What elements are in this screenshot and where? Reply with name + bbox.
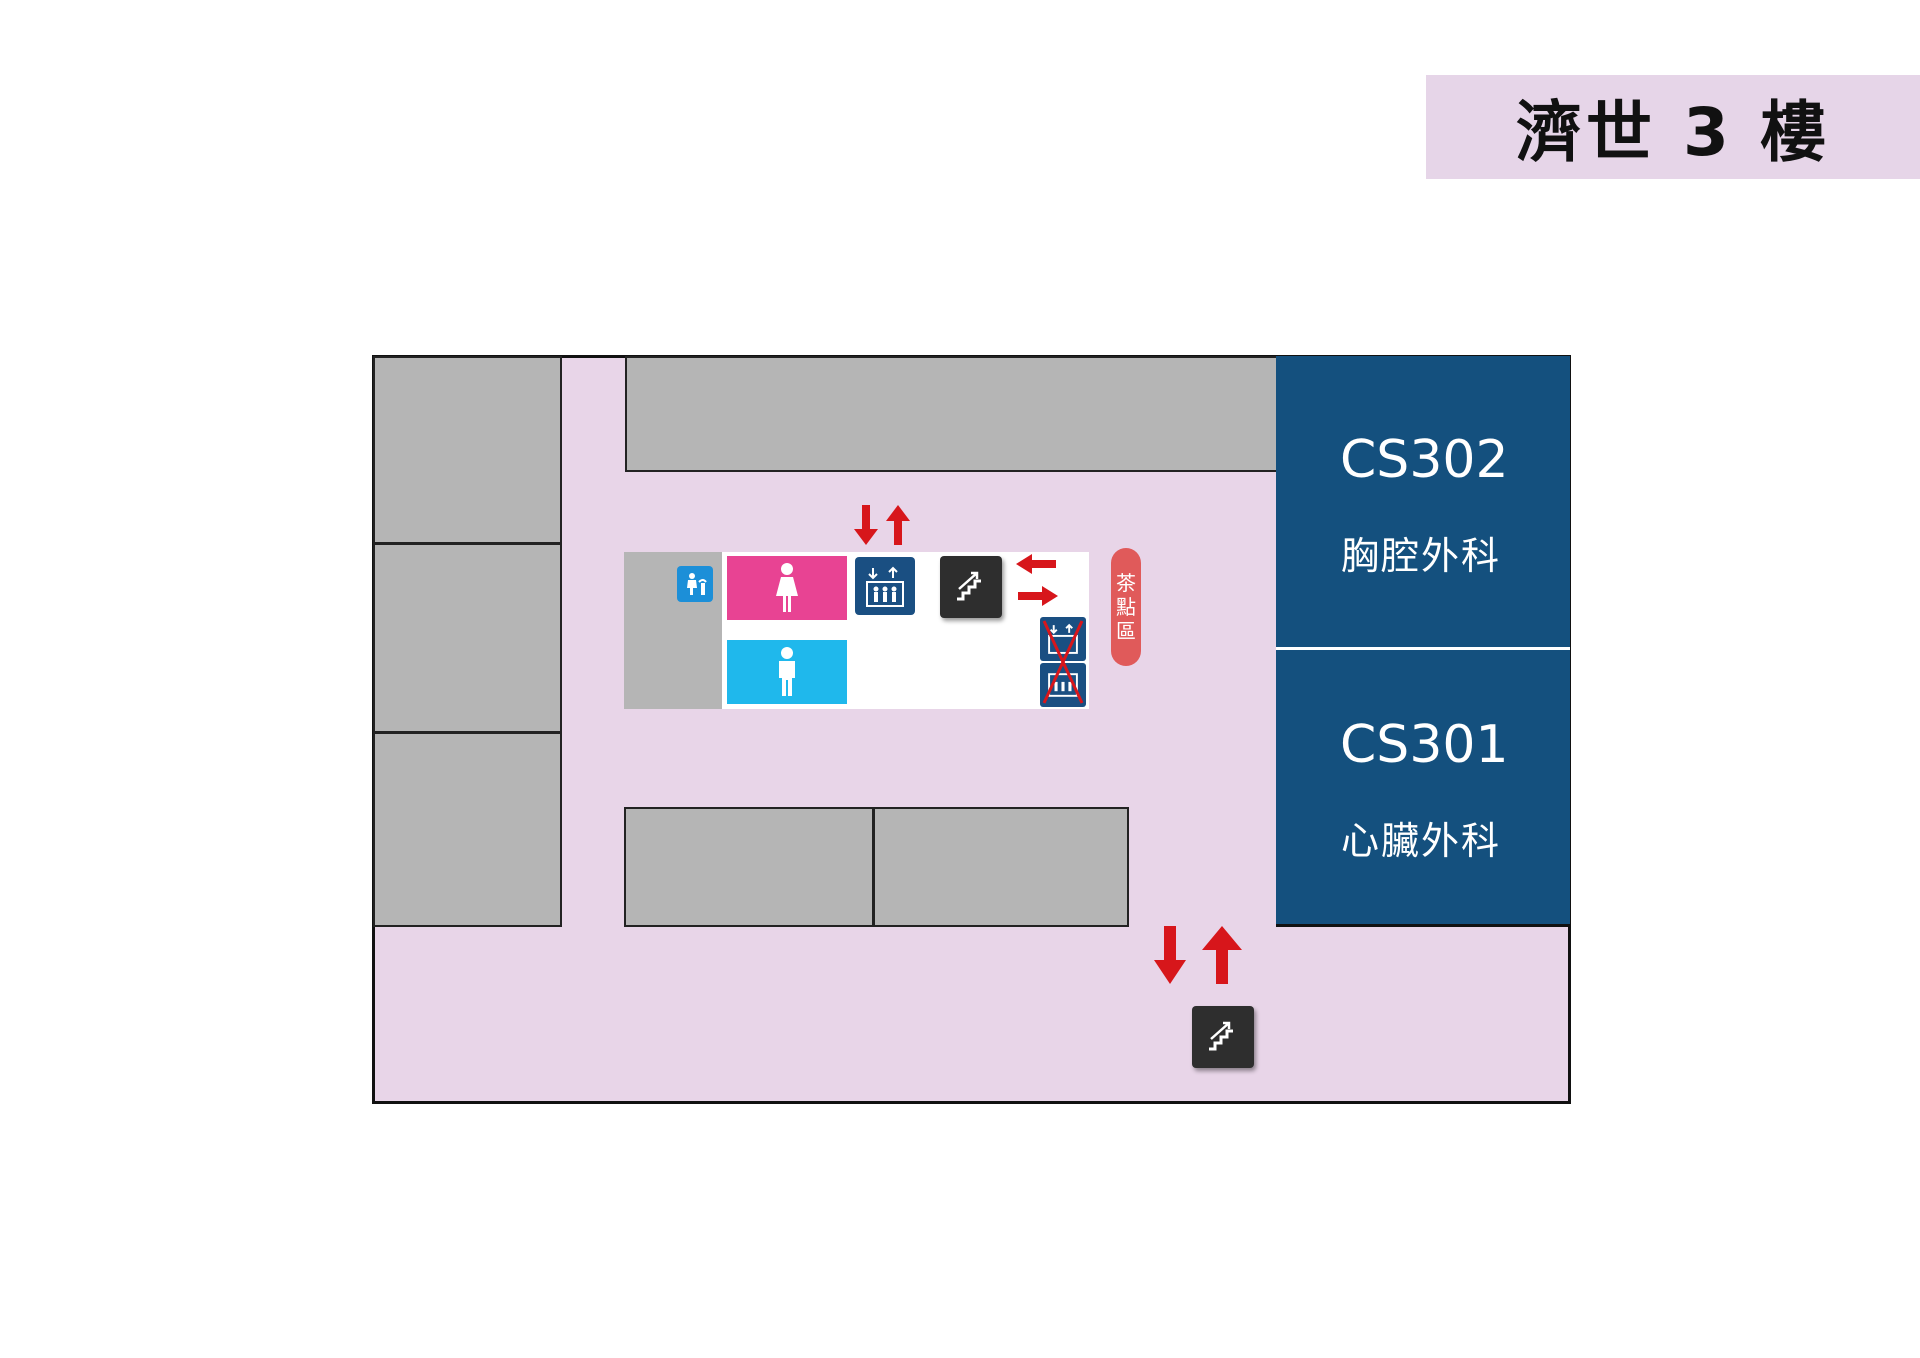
dept-code-cs302: CS302 <box>1340 430 1509 490</box>
dept-room-cs302 <box>1276 356 1570 649</box>
elevator-direction-arrows-icon <box>854 505 910 545</box>
floor-title-banner: 濟世 3 樓 <box>1426 75 1920 179</box>
female-restroom-icon <box>727 556 847 620</box>
bottom-stairs-icon <box>1192 1006 1254 1068</box>
out-of-service-x-icon <box>1042 620 1084 704</box>
dept-bottom-edge <box>1276 924 1570 927</box>
room-left-2 <box>373 543 562 733</box>
elevator-lower-icon <box>1040 663 1086 707</box>
dept-divider <box>1276 647 1570 650</box>
dept-room-cs301 <box>1276 650 1570 927</box>
dept-name-cs301: 心臟外科 <box>1341 819 1502 863</box>
room-bottom-1 <box>624 807 874 927</box>
tea-area-char-1: 茶 <box>1116 571 1136 595</box>
dept-name-cs302: 胸腔外科 <box>1341 534 1502 578</box>
tea-area-char-3: 區 <box>1116 619 1136 643</box>
room-left-1 <box>373 356 562 544</box>
bottom-stairs-direction-arrows-icon <box>1154 926 1242 984</box>
water-fountain-icon <box>677 566 713 602</box>
dept-code-cs301: CS301 <box>1340 715 1509 775</box>
out-of-service-elevator-icon <box>1040 617 1086 707</box>
tea-area-char-2: 點 <box>1116 595 1136 619</box>
room-bottom-2 <box>873 807 1129 927</box>
floor-title: 濟世 3 樓 <box>1516 94 1830 171</box>
room-top <box>625 356 1278 472</box>
room-left-3 <box>373 732 562 927</box>
male-restroom-icon <box>727 640 847 704</box>
tea-area-sign: 茶 點 區 <box>1111 548 1141 666</box>
elevator-upper-icon <box>1040 617 1086 661</box>
stairs-direction-arrows-icon <box>1016 554 1058 606</box>
stairs-icon <box>940 556 1002 618</box>
elevator-icon <box>855 557 915 615</box>
